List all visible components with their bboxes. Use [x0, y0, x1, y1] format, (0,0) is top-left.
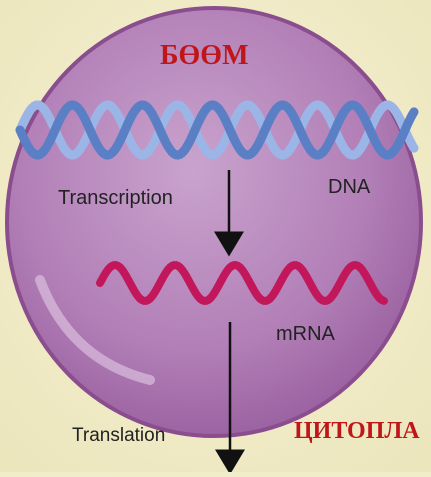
dna-label: DNA [328, 176, 371, 198]
translation-label: Translation [72, 425, 166, 446]
nucleus-label: БӨӨМ [160, 40, 249, 71]
cytoplasm-label: ЦИТОПЛА [294, 418, 420, 444]
nucleus [5, 6, 423, 438]
mrna-strand [96, 261, 388, 305]
dna-double-helix [15, 100, 419, 160]
mrna-label: mRNA [276, 323, 335, 345]
dna-strand-back [15, 100, 419, 160]
transcription-label: Transcription [58, 187, 173, 209]
nucleus-highlight [35, 275, 155, 385]
dna-strand-front [15, 100, 419, 160]
